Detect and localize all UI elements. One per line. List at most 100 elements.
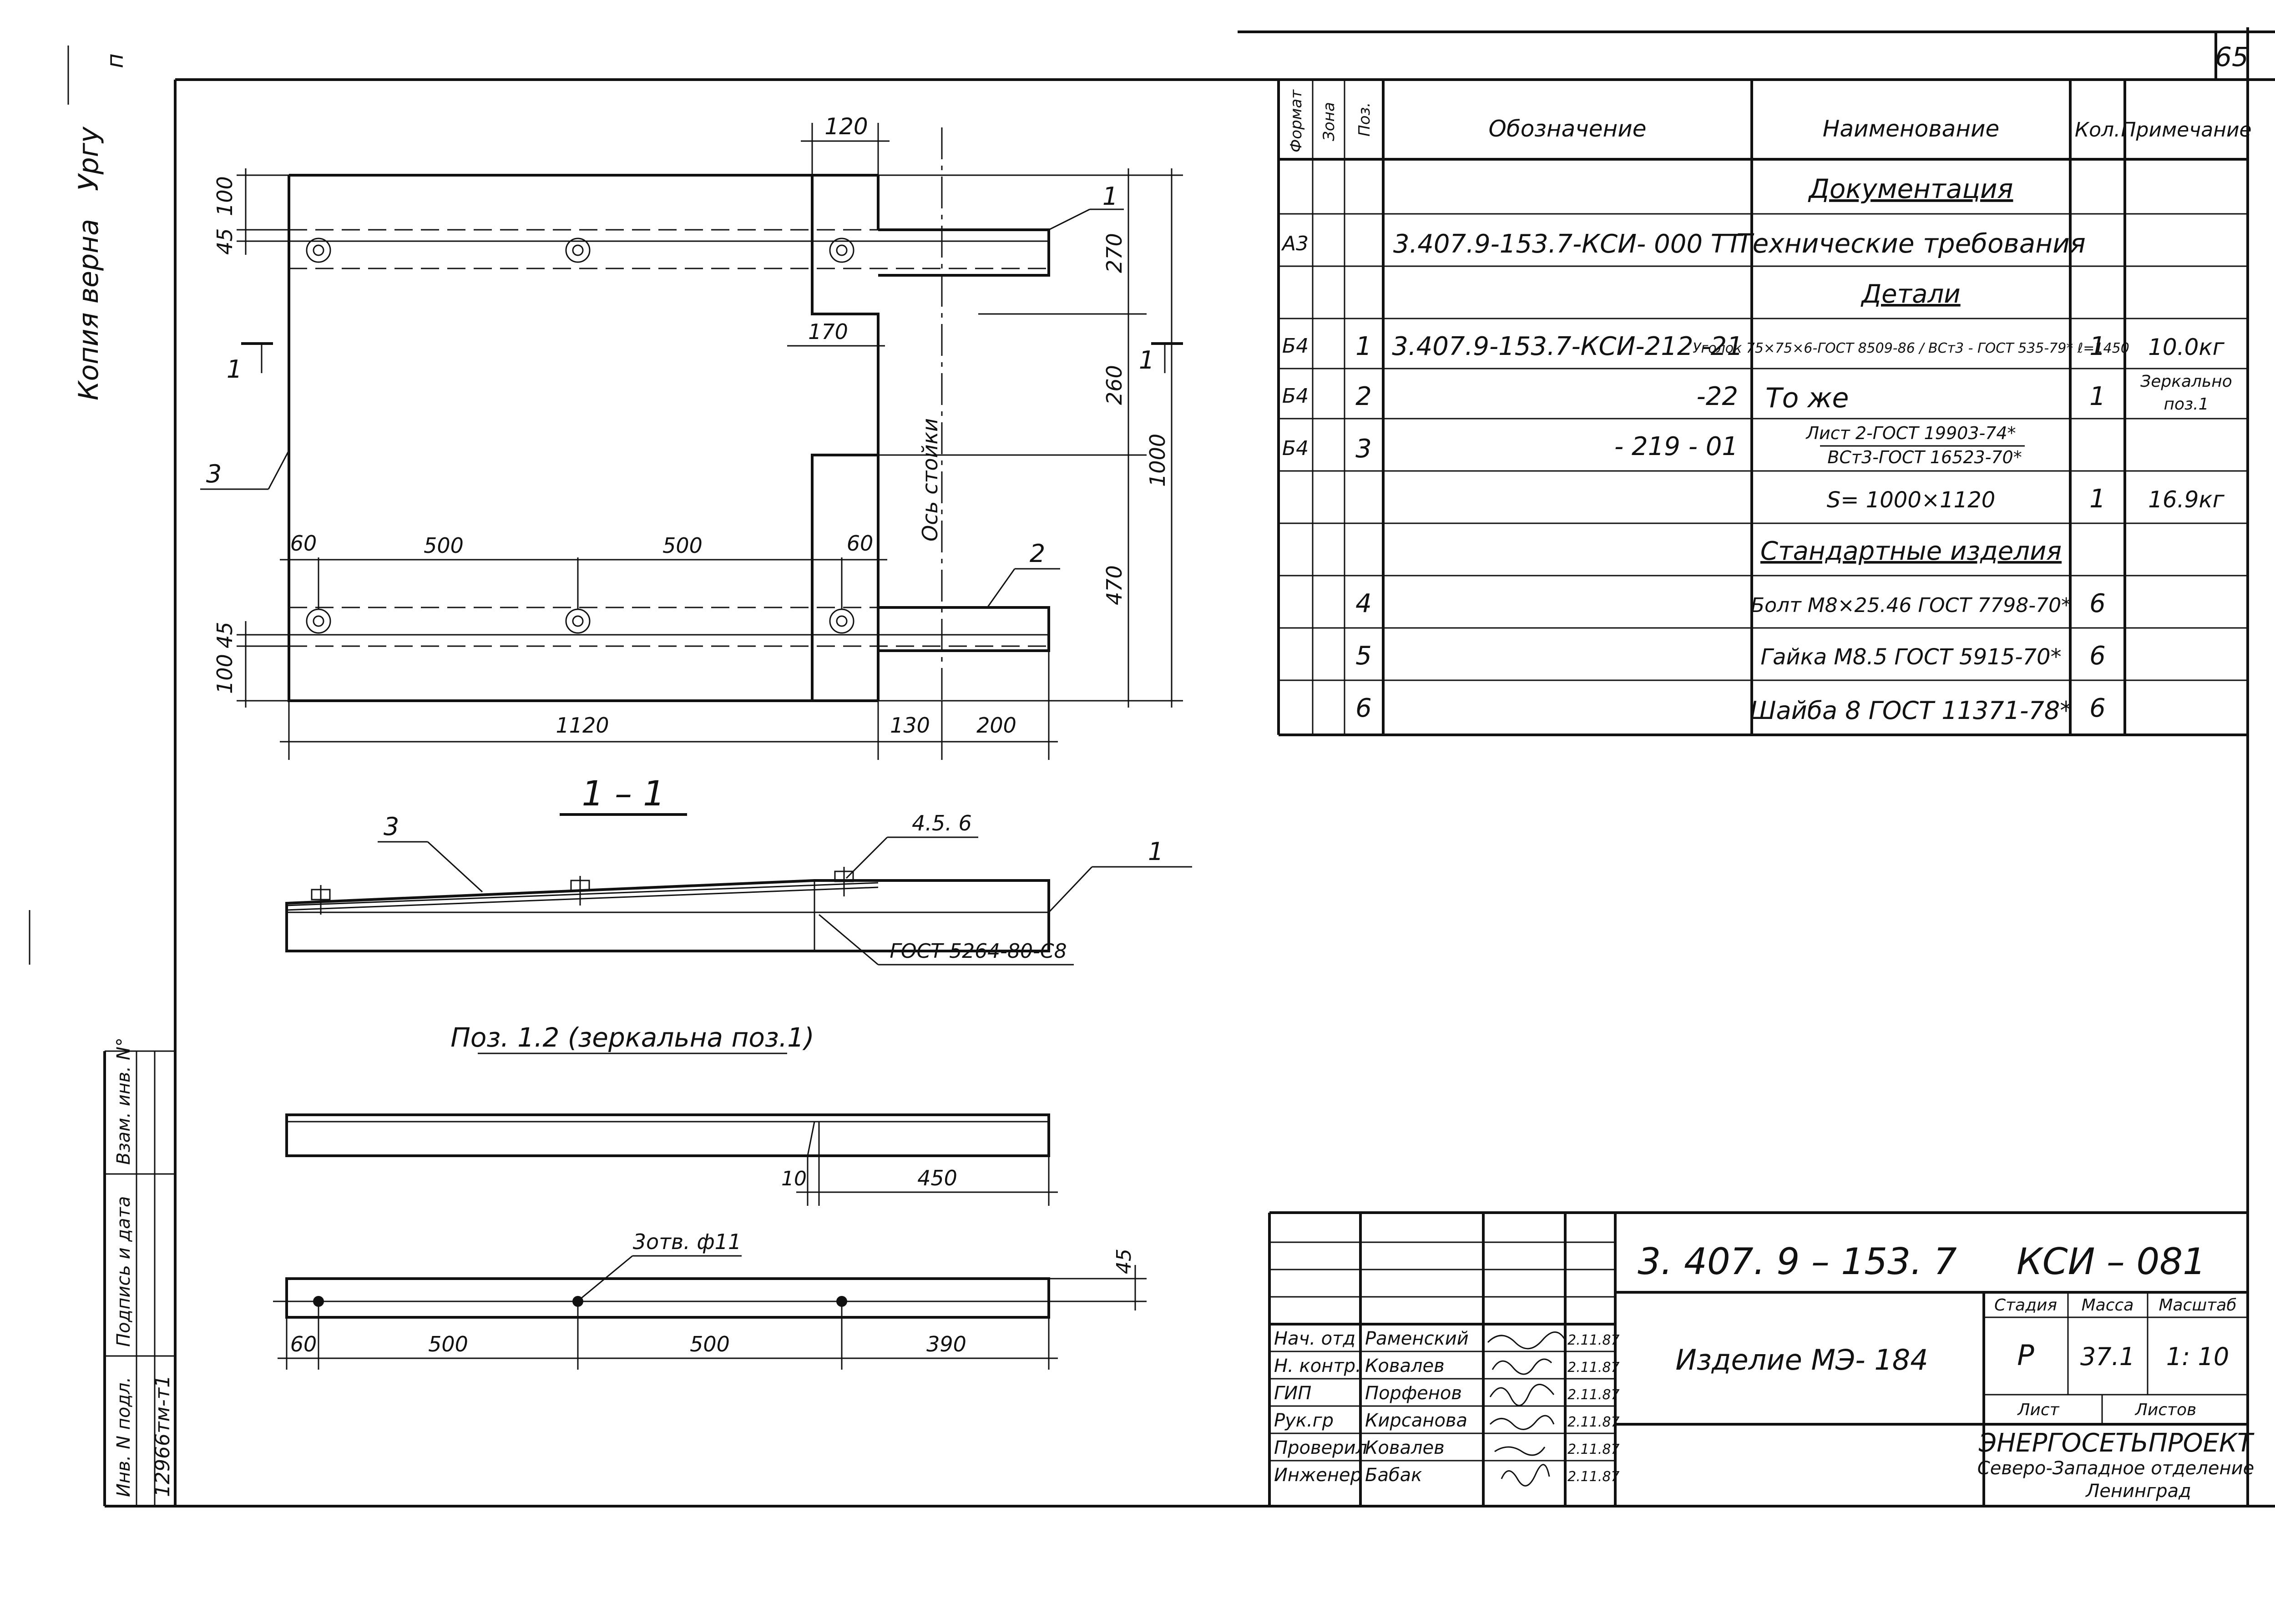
dim-200: 200 <box>976 713 1016 738</box>
signature-icon <box>1489 1415 1555 1430</box>
hole-dim-390: 390 <box>926 1332 966 1356</box>
hole-dim-500-b: 500 <box>690 1332 730 1356</box>
dim-60-left: 60 <box>290 531 317 556</box>
bolt-icon <box>834 867 854 896</box>
fasteners-callout: 4.5. 6 <box>912 811 972 835</box>
section-callout-pos-1: 1 <box>1148 837 1163 866</box>
sheet-number: 65 <box>2215 41 2249 72</box>
spec-row-4-format: Б4 <box>1282 384 1309 408</box>
person-1-name: Ковалев <box>1365 1356 1445 1376</box>
spec-row-6-name: S= 1000×1120 <box>1827 487 1995 513</box>
copy-letter: п <box>102 53 128 68</box>
spec-row-3-note: 10.0кг <box>2148 334 2225 360</box>
org-division: Северо-Западное отделение <box>1977 1458 2254 1479</box>
spec-row-2-name: Детали <box>1860 279 1960 309</box>
spec-row-4-designation: -22 <box>1697 382 1738 411</box>
section-callout-pos-3: 3 <box>384 812 399 841</box>
dim-100-bottom: 100 <box>212 654 237 694</box>
scale-label: Масштаб <box>2159 1296 2236 1315</box>
copy-verified-note: Копия верна <box>73 219 105 400</box>
spec-row-10-pos: 6 <box>1355 693 1372 723</box>
mass-value: 37.1 <box>2080 1342 2135 1371</box>
org-city: Ленинград <box>2085 1481 2191 1502</box>
dim-60-right: 60 <box>847 531 874 556</box>
spec-row-9-qty: 6 <box>2089 641 2106 671</box>
spec-row-9-pos: 5 <box>1355 641 1372 671</box>
sheets-label: Листов <box>2134 1401 2196 1419</box>
pos-view-title: Поз. 1.2 (зеркальна поз.1) <box>450 1022 814 1053</box>
person-2-name: Порфенов <box>1365 1383 1462 1404</box>
spec-row-8-qty: 6 <box>2089 589 2106 618</box>
bolt-icon <box>570 876 590 906</box>
dim-1000: 1000 <box>1145 434 1170 487</box>
person-2-role: ГИП <box>1274 1383 1311 1404</box>
dim-170: 170 <box>808 319 848 344</box>
spec-row-8-name: Болт М8×25.46 ГОСТ 7798-70* <box>1751 594 2071 617</box>
header-note: Примечание <box>2121 118 2251 142</box>
spec-row-1-designation: 3.407.9-153.7-КСИ- 000 ТТ <box>1393 229 1744 259</box>
person-0-date: 2.11.87 <box>1567 1332 1620 1348</box>
spec-row-9-name: Гайка М8.5 ГОСТ 5915-70* <box>1760 644 2061 670</box>
spec-row-10-qty: 6 <box>2089 693 2106 723</box>
dim-120: 120 <box>824 113 868 140</box>
spec-row-5-format: Б4 <box>1282 437 1309 460</box>
person-4-name: Ковалев <box>1365 1437 1445 1458</box>
section-1-1: 1 – 1 3 4.5. 6 1 ГОСТ 5264-80-С8 <box>285 773 1192 966</box>
bolt-icon <box>829 238 854 263</box>
side-stamp: Взам. инв. N° Подпись и дата Инв. N подл… <box>29 46 175 1506</box>
org-name: ЭНЕРГОСЕТЬПРОЕКТ <box>1978 1428 2255 1458</box>
dim-450: 450 <box>917 1166 957 1190</box>
product-name: Изделие МЭ- 184 <box>1675 1343 1928 1376</box>
stamp-col-inv-repl: Взам. инв. N° <box>113 1037 134 1165</box>
bolt-icon <box>565 238 591 263</box>
spec-row-4-note: Зеркально <box>2140 372 2232 391</box>
callout-pos-1: 1 <box>1102 182 1118 211</box>
bolt-icon <box>306 608 331 634</box>
pos-view: Поз. 1.2 (зеркальна поз.1) 10 450 <box>285 1022 1058 1206</box>
person-4-date: 2.11.87 <box>1567 1442 1620 1457</box>
dim-270: 270 <box>1102 233 1127 273</box>
person-0-role: Нач. отд <box>1274 1328 1355 1349</box>
person-5-name: Бабак <box>1365 1465 1422 1486</box>
dim-500-a: 500 <box>424 533 464 558</box>
header-designation: Обозначение <box>1489 116 1647 142</box>
hole-view: 3отв. ф11 45 60 500 500 390 <box>273 1229 1147 1370</box>
dim-470: 470 <box>1102 565 1127 605</box>
spec-row-5-name-sub: ВСт3-ГОСТ 16523-70* <box>1827 447 2022 467</box>
spec-row-1-format: А3 <box>1281 232 1309 255</box>
person-4-role: Проверил <box>1274 1437 1367 1458</box>
dim-500-b: 500 <box>662 533 703 558</box>
person-1-date: 2.11.87 <box>1567 1360 1620 1376</box>
holes-callout: 3отв. ф11 <box>633 1229 741 1254</box>
signature-icon <box>1494 1446 1546 1456</box>
hole-dim-60: 60 <box>290 1332 317 1356</box>
spec-row-10-name: Шайба 8 ГОСТ 11371-78* <box>1750 696 2072 725</box>
bolt-icon <box>311 885 331 915</box>
person-3-role: Рук.гр <box>1274 1410 1334 1431</box>
spec-row-8-pos: 4 <box>1355 589 1372 618</box>
dim-45-bottom: 45 <box>212 622 237 648</box>
callout-pos-2: 2 <box>1030 539 1045 568</box>
person-2-date: 2.11.87 <box>1567 1387 1620 1403</box>
dim-10: 10 <box>781 1167 807 1190</box>
signature-icon <box>1491 1358 1552 1375</box>
scale-value: 1: 10 <box>2166 1342 2229 1371</box>
spec-row-6-qty: 1 <box>2089 484 2106 514</box>
person-5-date: 2.11.87 <box>1567 1469 1620 1485</box>
spec-row-4-note-sub: поз.1 <box>2164 395 2209 414</box>
dim-1120: 1120 <box>556 713 609 738</box>
header-zone: Зона <box>1320 102 1338 141</box>
dim-100-top: 100 <box>212 176 237 216</box>
spec-table: Формат Зона Поз. Обозначение Наименовани… <box>1277 80 2252 736</box>
mass-label: Масса <box>2082 1296 2134 1315</box>
spec-row-4-qty: 1 <box>2089 382 2106 411</box>
spec-row-3-name: Уголок 75×75×6-ГОСТ 8509-86 / ВСт3 - ГОС… <box>1693 340 2129 356</box>
weld-callout: ГОСТ 5264-80-С8 <box>890 940 1067 963</box>
spec-row-1-name: Технические требования <box>1736 228 2086 259</box>
stage-value: Р <box>2017 1339 2034 1372</box>
spec-row-4-name: То же <box>1765 382 1849 414</box>
stamp-col-sign-date: Подпись и дата <box>113 1196 134 1347</box>
spec-row-5-designation: - 219 - 01 <box>1614 432 1738 461</box>
